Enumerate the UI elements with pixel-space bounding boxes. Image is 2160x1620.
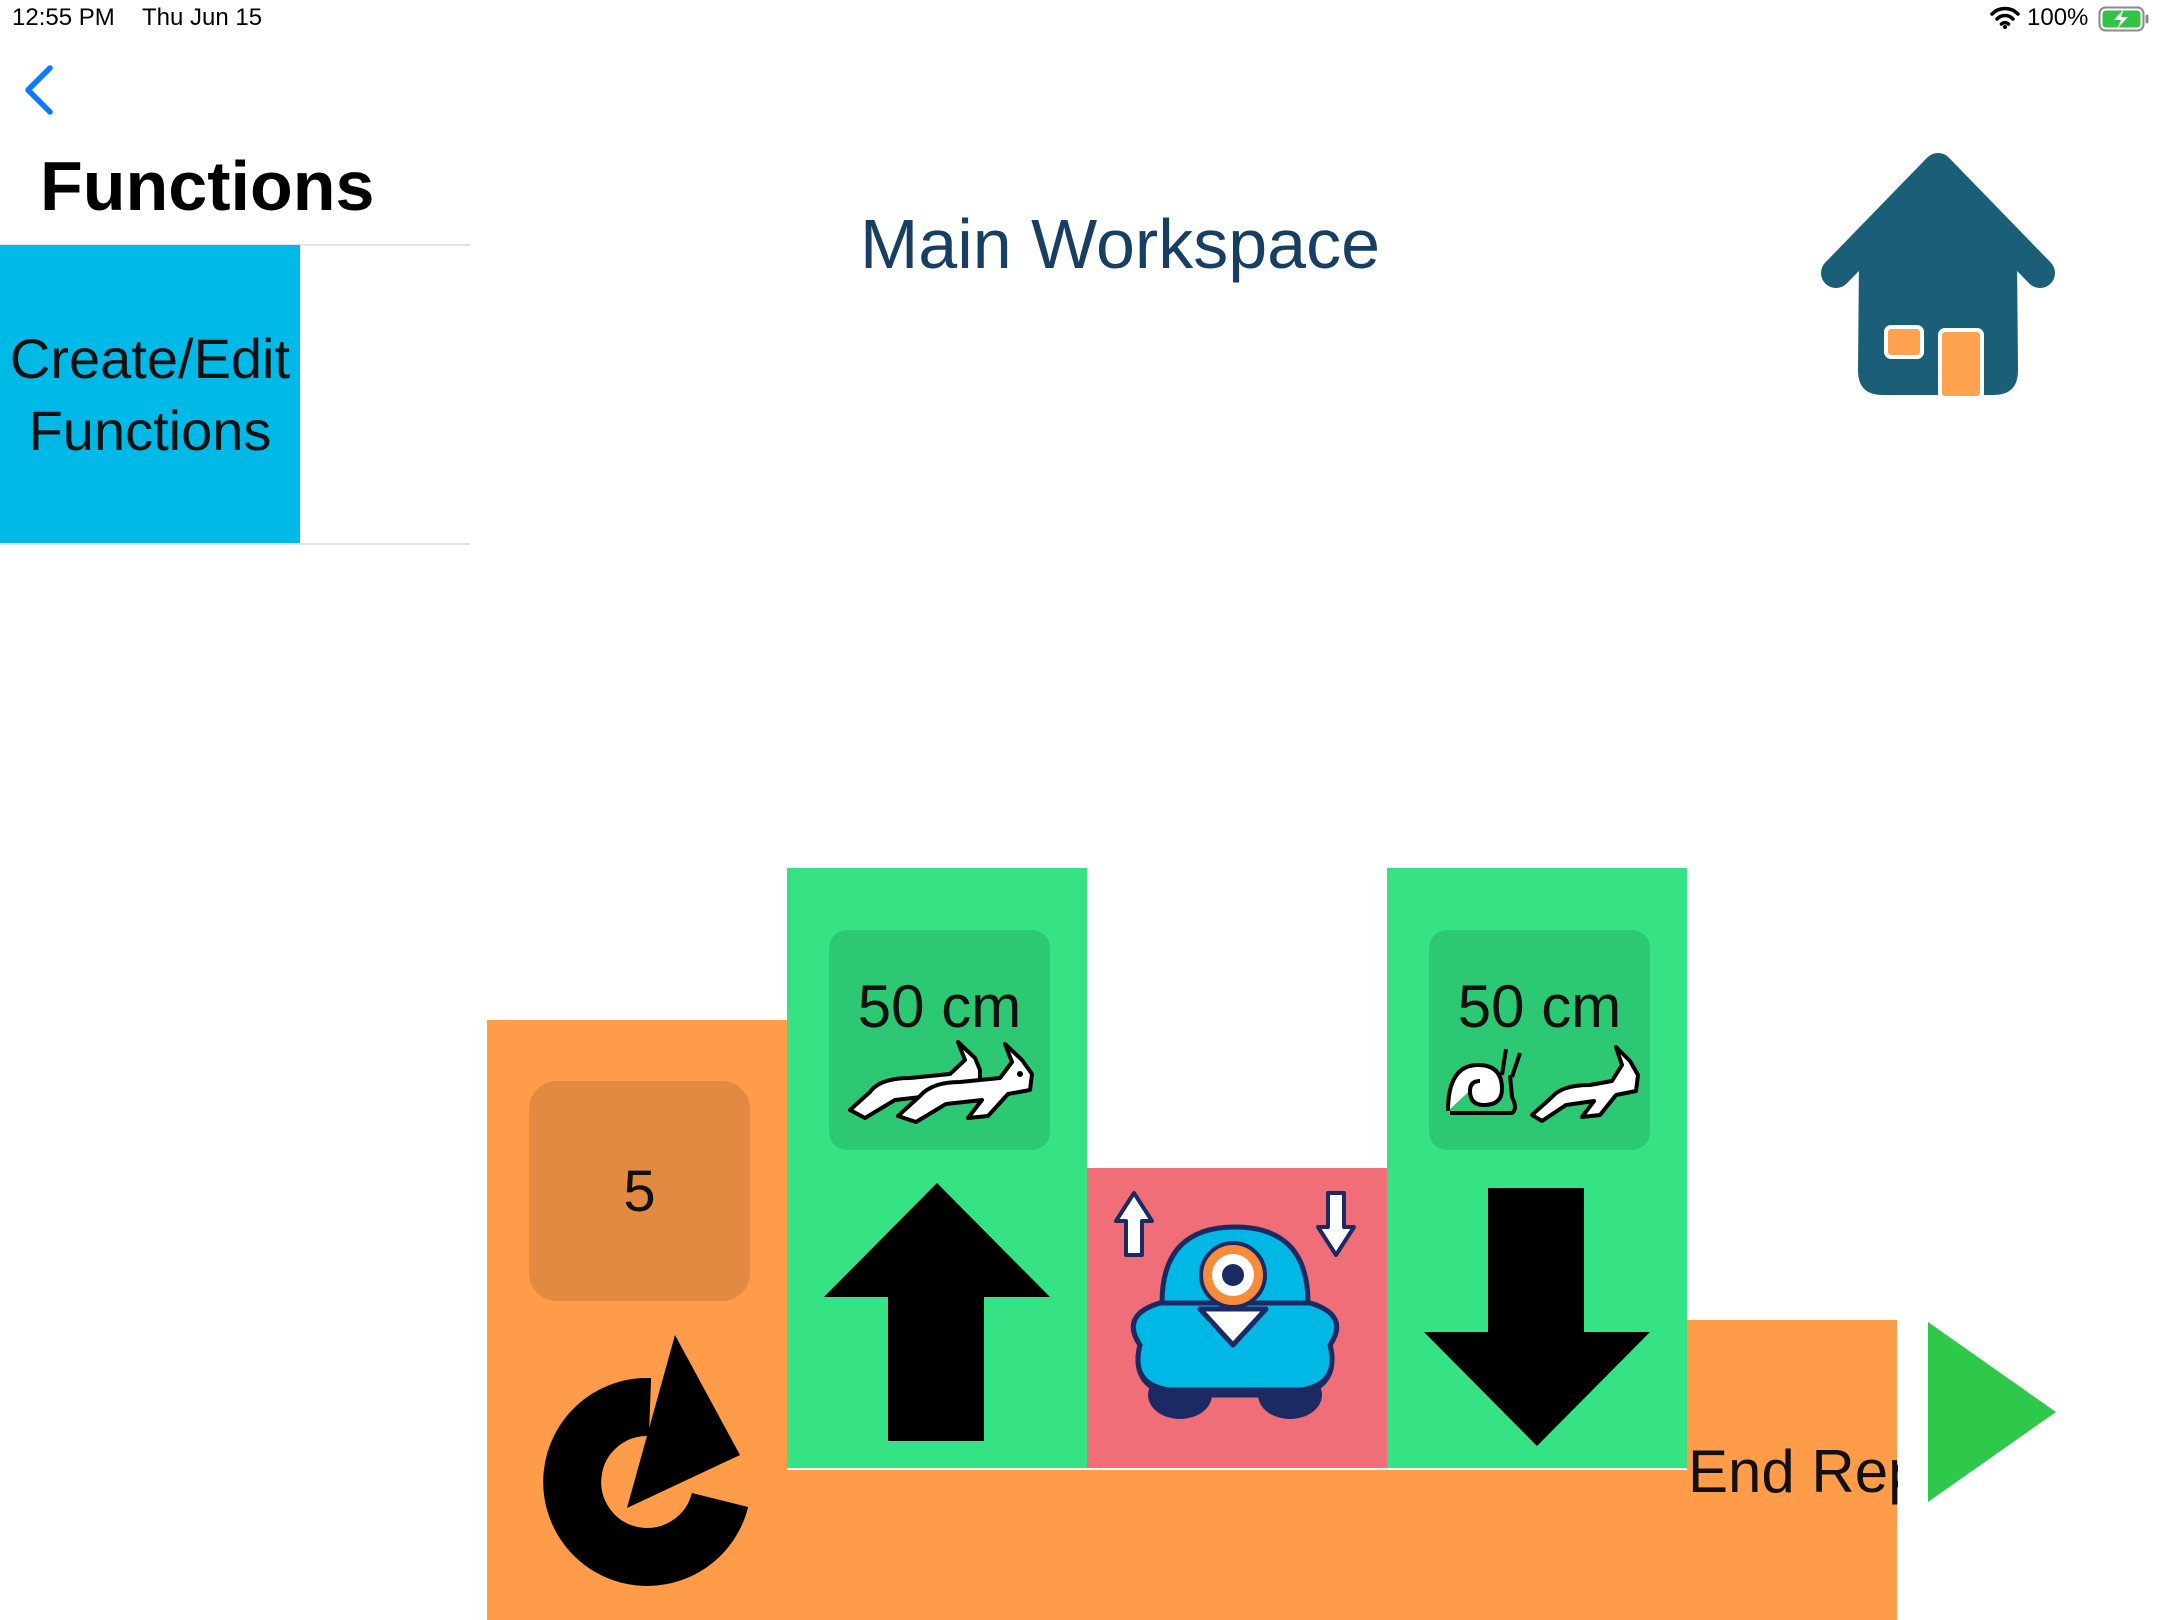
battery-charging-icon [2098, 6, 2150, 32]
slow-to-fast-speed-icon [1440, 1035, 1640, 1125]
battery-percentage: 100% [2027, 4, 2089, 31]
status-date: Thu Jun 15 [142, 4, 263, 31]
fast-speed-icon [840, 1030, 1040, 1130]
back-chevron-icon[interactable] [22, 64, 56, 116]
create-edit-functions-button[interactable]: Create/Edit Functions [0, 245, 300, 544]
repeat-count-input[interactable]: 5 [529, 1081, 750, 1301]
home-icon[interactable] [1808, 150, 2068, 406]
repeat-icon [525, 1325, 755, 1595]
robot-updown-icon [1100, 1185, 1370, 1455]
end-repeat-label: End Rep [1688, 1438, 1898, 1505]
forward-arrow-icon [822, 1183, 1052, 1443]
end-repeat-block[interactable] [1687, 1320, 1897, 1620]
sidebar-divider-bottom [0, 543, 470, 545]
status-time: 12:55 PM [12, 4, 115, 31]
page-title: Main Workspace [860, 205, 1381, 283]
sidebar-title: Functions [40, 147, 375, 225]
forward-distance-label: 50 cm [857, 973, 1022, 1040]
backward-arrow-icon [1422, 1188, 1652, 1448]
repeat-body-base [787, 1470, 1687, 1620]
wifi-icon [1990, 6, 2020, 30]
backward-distance-label: 50 cm [1457, 973, 1622, 1040]
play-icon[interactable] [1926, 1320, 2058, 1504]
repeat-count-value: 5 [623, 1158, 656, 1224]
create-edit-functions-label: Create/Edit Functions [9, 326, 291, 462]
